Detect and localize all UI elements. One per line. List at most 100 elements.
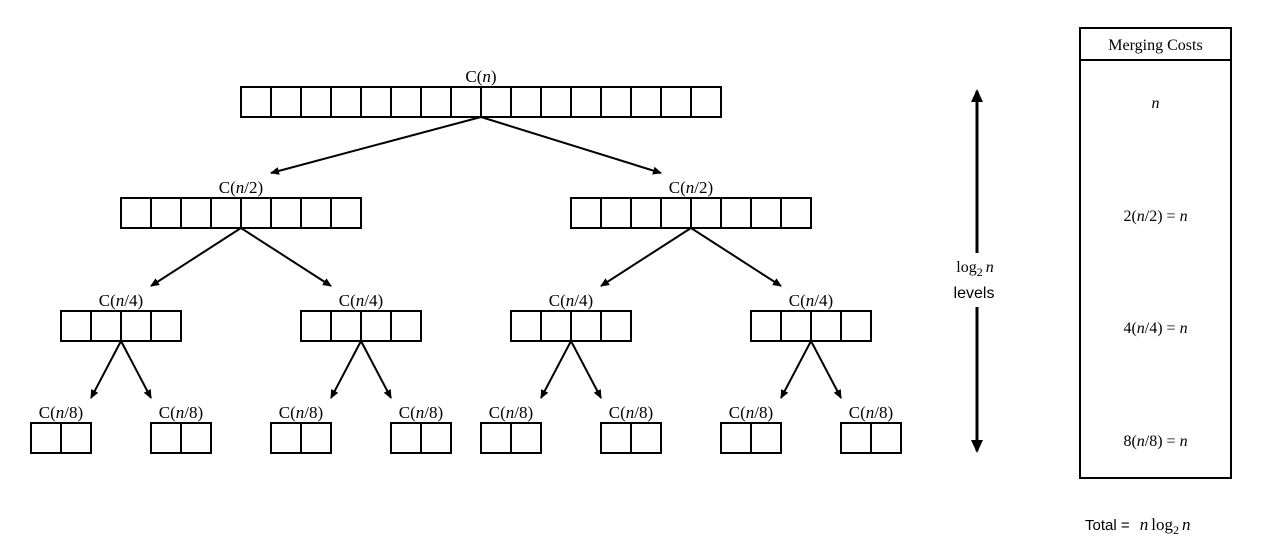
array-cell — [480, 422, 512, 454]
array-cell — [390, 86, 422, 118]
tree-node-level-2: C(n/4) — [300, 291, 422, 342]
cost-prefix: 8( — [1123, 433, 1136, 450]
tree-node-level-3: C(n/8) — [480, 403, 542, 454]
array-cell — [840, 422, 872, 454]
tree-node-level-2: C(n/4) — [750, 291, 872, 342]
array-cell — [300, 86, 332, 118]
node-label: C(n/4) — [339, 291, 383, 310]
node-label: C(n/2) — [219, 178, 263, 197]
label-suffix: /4) — [124, 291, 143, 310]
array-cell — [660, 86, 692, 118]
label-var: n — [746, 403, 755, 422]
label-suffix: /8) — [754, 403, 773, 422]
array-cell — [330, 310, 362, 342]
cost-suffix: n — [1180, 208, 1188, 225]
tree-node-level-0: C(n) — [240, 67, 722, 118]
array-cell — [60, 310, 92, 342]
array-cell — [300, 422, 332, 454]
tree-edge-arrow — [780, 340, 812, 399]
merging-costs-table: Merging Costs n 2(n/2) = n 4(n/4) = n 8(… — [1079, 27, 1232, 479]
label-prefix: C( — [849, 403, 866, 422]
array-cell — [510, 422, 542, 454]
array-cell — [390, 310, 422, 342]
array-cell — [720, 197, 752, 229]
tree-edge-arrow — [810, 340, 842, 399]
array-cell — [330, 197, 362, 229]
label-prefix: C( — [729, 403, 746, 422]
costs-frame — [1079, 27, 1232, 479]
label-var: n — [416, 403, 425, 422]
tree-edge-arrow — [240, 227, 332, 287]
array-cell — [240, 197, 272, 229]
cost-mid: /4) = — [1145, 320, 1180, 337]
total-log-base: 2 — [1173, 523, 1179, 537]
tree-edge-arrow — [270, 116, 482, 175]
label-var: n — [482, 67, 491, 86]
tree-node-level-2: C(n/4) — [510, 291, 632, 342]
label-prefix: C( — [339, 291, 356, 310]
array-cell — [360, 86, 392, 118]
array-cell — [360, 310, 392, 342]
array-cell — [690, 86, 722, 118]
cost-var: n — [1152, 95, 1160, 112]
array-cell — [450, 86, 482, 118]
label-suffix: /8) — [514, 403, 533, 422]
tree-node-level-3: C(n/8) — [720, 403, 782, 454]
tree-nodes: C(n)C(n/2)C(n/2)C(n/4)C(n/4)C(n/4)C(n/4)… — [30, 67, 902, 454]
array-cell — [420, 422, 452, 454]
label-suffix: /8) — [424, 403, 443, 422]
label-suffix: /2) — [244, 178, 263, 197]
tree-edge-arrow — [360, 340, 392, 399]
cost-var: n — [1137, 320, 1145, 337]
tree-edge-arrow — [90, 340, 122, 399]
array-cell — [750, 197, 782, 229]
tree-edge-arrow — [690, 227, 782, 287]
label-prefix: C( — [549, 291, 566, 310]
label-prefix: C( — [159, 403, 176, 422]
array-cell — [300, 197, 332, 229]
array-cell — [540, 310, 572, 342]
label-var: n — [686, 178, 695, 197]
node-label: C(n/8) — [399, 403, 443, 422]
tree-node-level-3: C(n/8) — [270, 403, 332, 454]
array-cell — [180, 197, 212, 229]
array-cell — [390, 422, 422, 454]
array-cell — [570, 197, 602, 229]
cost-mid: /8) = — [1145, 433, 1180, 450]
array-cell — [810, 310, 842, 342]
tree-edges — [90, 116, 842, 399]
node-label: C(n/8) — [609, 403, 653, 422]
node-label: C(n/8) — [849, 403, 893, 422]
array-cell — [300, 310, 332, 342]
tree-node-level-3: C(n/8) — [840, 403, 902, 454]
node-label: C(n) — [465, 67, 496, 86]
costs-header: Merging Costs — [1108, 37, 1202, 54]
label-suffix: /4) — [814, 291, 833, 310]
log-var: n — [986, 259, 994, 276]
array-cell — [570, 86, 602, 118]
array-cell — [270, 422, 302, 454]
label-suffix: /2) — [694, 178, 713, 197]
array-cell — [30, 422, 62, 454]
array-cell — [240, 86, 272, 118]
label-prefix: C( — [609, 403, 626, 422]
array-cell — [690, 197, 722, 229]
label-prefix: C( — [489, 403, 506, 422]
tree-node-level-3: C(n/8) — [600, 403, 662, 454]
array-cell — [870, 422, 902, 454]
label-suffix: /8) — [184, 403, 203, 422]
cost-mid: /2) = — [1145, 208, 1180, 225]
label-var: n — [506, 403, 515, 422]
label-var: n — [236, 178, 245, 197]
array-cell — [600, 310, 632, 342]
label-var: n — [566, 291, 575, 310]
array-cell — [630, 422, 662, 454]
total-log: log — [1151, 515, 1173, 534]
node-label: C(n/4) — [99, 291, 143, 310]
label-var: n — [176, 403, 185, 422]
label-suffix: /4) — [364, 291, 383, 310]
cost-var: n — [1137, 433, 1145, 450]
